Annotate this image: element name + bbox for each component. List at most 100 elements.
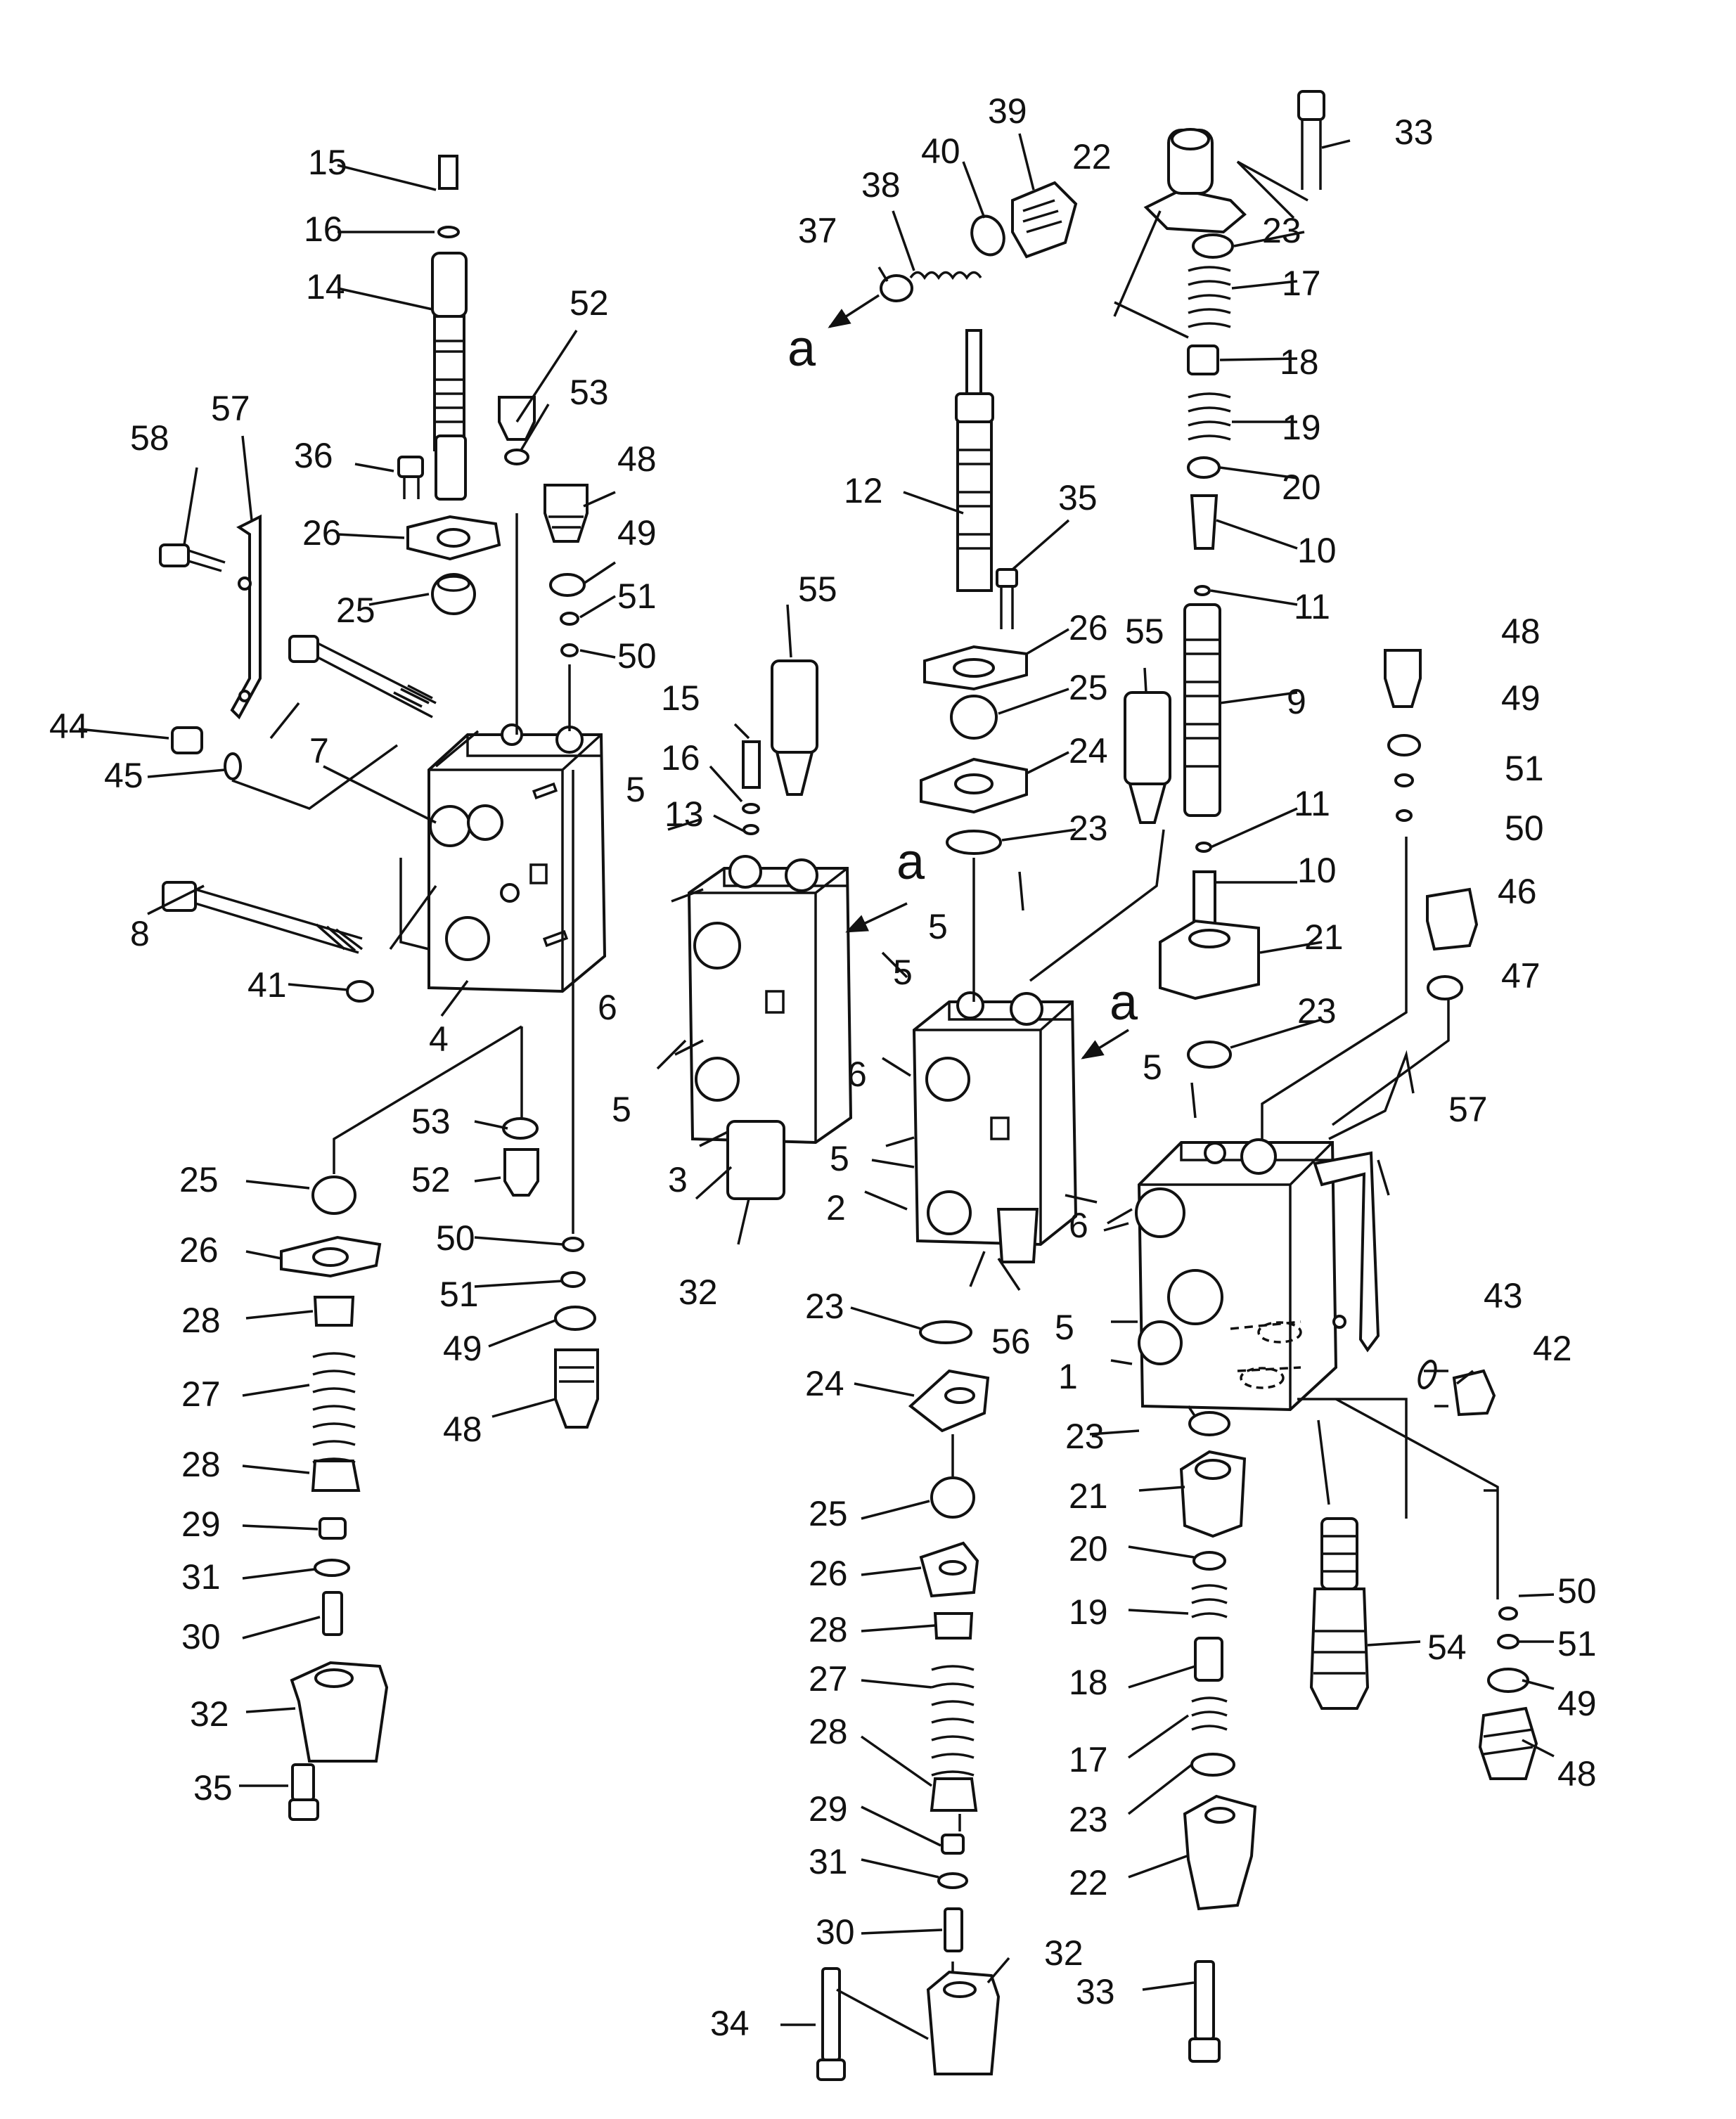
callout-33: 33: [1394, 112, 1434, 152]
callout-25c: 25: [1069, 668, 1108, 707]
callout-13: 13: [664, 794, 704, 834]
callout-27: 27: [181, 1374, 221, 1414]
valve-body-4: [427, 723, 607, 993]
lower-left-plugs: [502, 1117, 599, 1429]
callout-25b: 25: [179, 1160, 219, 1199]
callout-31b: 31: [809, 1842, 848, 1881]
spacer-21-top: [1159, 919, 1260, 1069]
callout-22b: 22: [1069, 1863, 1108, 1902]
callout-36: 36: [294, 436, 333, 475]
callout-55: 55: [798, 569, 837, 609]
callout-2: 2: [826, 1188, 846, 1228]
right-top-stack: [1143, 128, 1247, 958]
callout-8: 8: [130, 914, 150, 953]
callout-29: 29: [181, 1505, 221, 1544]
callout-21b: 21: [1069, 1476, 1108, 1516]
callout-54: 54: [1427, 1628, 1467, 1667]
callout-47: 47: [1501, 956, 1541, 996]
bolt-58: [159, 543, 226, 572]
bolt-35-center: [996, 568, 1018, 629]
valve-body-2: [912, 991, 1078, 1263]
callout-48d: 48: [1557, 1754, 1597, 1793]
callout-58: 58: [130, 418, 169, 458]
callout-5c: 5: [928, 907, 948, 946]
callout-25d: 25: [809, 1494, 848, 1533]
callout-53b: 53: [411, 1102, 451, 1141]
callout-57b: 57: [1448, 1090, 1488, 1129]
callout-40: 40: [921, 131, 960, 171]
callout-5d: 5: [893, 953, 913, 992]
spool-14-assembly: [431, 155, 468, 501]
plug-48-left-top: [544, 484, 589, 657]
callout-48c: 48: [1501, 612, 1541, 651]
callout-44: 44: [49, 707, 89, 746]
callout-23e: 23: [1065, 1417, 1105, 1456]
callout-6: 6: [598, 988, 617, 1027]
callout-23: 23: [1069, 809, 1108, 848]
callout-20: 20: [1282, 468, 1321, 507]
plug-44: [171, 726, 242, 780]
callout-33b: 33: [1076, 1972, 1115, 2011]
callout-12: 12: [844, 471, 883, 510]
callout-26c: 26: [1069, 608, 1108, 648]
callout-50: 50: [617, 636, 657, 676]
callout-5g: 5: [1055, 1308, 1074, 1347]
callout-5e: 5: [830, 1139, 849, 1178]
callout-48b: 48: [443, 1410, 482, 1449]
callout-52b: 52: [411, 1160, 451, 1199]
callout-37: 37: [798, 211, 837, 250]
callout-52: 52: [570, 283, 609, 323]
callout-32: 32: [190, 1694, 229, 1734]
callout-16b: 16: [661, 738, 700, 778]
callout-39: 39: [988, 91, 1027, 131]
callout-24: 24: [1069, 731, 1108, 771]
callout-48: 48: [617, 439, 657, 479]
callout-18: 18: [1280, 342, 1319, 382]
callout-51: 51: [617, 577, 657, 616]
spool-12: [955, 329, 994, 592]
callout-41: 41: [247, 965, 287, 1005]
callout-11: 11: [1294, 587, 1330, 626]
bracket-57-right: [1313, 1151, 1380, 1353]
callout-22: 22: [1072, 137, 1112, 176]
callout-14: 14: [306, 267, 345, 307]
callout-32b: 32: [679, 1273, 718, 1312]
callout-26b: 26: [179, 1230, 219, 1270]
callout-11b: 11: [1294, 784, 1330, 823]
callout-28: 28: [181, 1301, 221, 1340]
view-arrow-a-top: [828, 294, 880, 328]
callout-49c: 49: [1501, 678, 1541, 718]
callout-5b: 5: [612, 1090, 631, 1129]
callout-17: 17: [1282, 264, 1321, 303]
callout-26: 26: [302, 513, 342, 553]
tie-bolt-7: [288, 635, 437, 719]
callout-9: 9: [1287, 682, 1306, 721]
seal-25-left-top: [431, 573, 476, 615]
valve-54: [1309, 1517, 1370, 1710]
callout-28b: 28: [181, 1445, 221, 1484]
parts-37-40: [880, 181, 1078, 302]
callout-23f: 23: [1069, 1800, 1108, 1839]
callout-6c: 6: [1069, 1206, 1088, 1245]
view-arrow-a-mid: [845, 902, 908, 933]
view-label-a-center: a: [1110, 974, 1138, 1031]
tie-bolt-8: [162, 881, 364, 954]
center-lower-stack: [816, 1320, 1001, 2081]
center-upper-stack: [920, 645, 1028, 855]
callout-21: 21: [1304, 917, 1344, 957]
callout-4: 4: [429, 1019, 449, 1059]
callout-16: 16: [304, 210, 343, 249]
callout-46: 46: [1498, 872, 1537, 911]
callout-1: 1: [1058, 1357, 1078, 1396]
callout-3: 3: [668, 1160, 688, 1199]
right-lower-stack: [1179, 1411, 1257, 2063]
callout-53: 53: [570, 373, 609, 412]
callout-45: 45: [104, 756, 143, 795]
callout-27b: 27: [809, 1659, 848, 1699]
callout-51c: 51: [1505, 749, 1544, 788]
bolt-36: [397, 456, 424, 499]
callout-10b: 10: [1297, 851, 1337, 890]
callout-55b: 55: [1125, 612, 1164, 651]
callout-43: 43: [1484, 1276, 1523, 1315]
